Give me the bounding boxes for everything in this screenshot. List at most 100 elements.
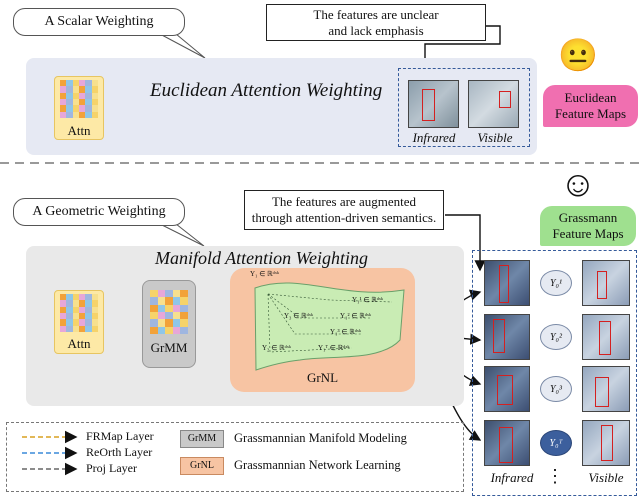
- matrix-cell: [72, 313, 79, 320]
- matrix-cell: [172, 304, 181, 312]
- matrix-cell: [60, 80, 67, 87]
- grassmann-feature-tag: Grassmann Feature Maps: [540, 206, 636, 246]
- bottom-ellipsis: ⋮: [546, 466, 564, 486]
- grassmann-visible-map: [582, 366, 630, 412]
- matrix-cell: [85, 325, 92, 332]
- matrix-cell: [79, 325, 86, 332]
- legend-reorth: ReOrth Layer: [86, 445, 153, 459]
- matrix-cell: [66, 99, 73, 106]
- matrix-cell: [60, 294, 67, 301]
- grmm-label: GrMM: [150, 340, 188, 355]
- matrix-cell: [85, 294, 92, 301]
- matrix-cell: [79, 92, 86, 99]
- matrix-cell: [85, 319, 92, 326]
- matrix-cell: [60, 105, 67, 112]
- matrix-cell: [79, 306, 86, 313]
- matrix-cell: [66, 300, 73, 307]
- matrix-cell: [85, 80, 92, 87]
- top-note-pointer: [419, 25, 501, 84]
- neutral-face-icon: 😐: [558, 37, 598, 73]
- matrix-cell: [60, 92, 67, 99]
- matrix-cell: [157, 319, 166, 327]
- bottom-attn-matrix: [60, 294, 98, 332]
- euclidean-feature-tag: Euclidean Feature Maps: [543, 85, 638, 127]
- top-note-line2: and lack emphasis: [328, 22, 424, 38]
- matrix-cell: [85, 313, 92, 320]
- matrix-cell: [91, 294, 98, 301]
- manifold-label-2: Y₁² ∈ ℝᵈˣᵏ: [340, 312, 372, 320]
- matrix-cell: [85, 92, 92, 99]
- matrix-cell: [66, 294, 73, 301]
- matrix-cell: [172, 312, 181, 320]
- matrix-cell: [165, 319, 173, 327]
- matrix-cell: [66, 306, 73, 313]
- matrix-cell: [91, 86, 98, 93]
- matrix-cell: [85, 105, 92, 112]
- matrix-cell: [91, 319, 98, 326]
- matrix-cell: [91, 300, 98, 307]
- matrix-cell: [66, 313, 73, 320]
- top-visible-label: Visible: [477, 130, 513, 145]
- matrix-cell: [72, 294, 79, 301]
- matrix-cell: [79, 313, 86, 320]
- matrix-cell: [180, 312, 188, 320]
- grassmann-infrared-map: [484, 420, 530, 466]
- matrix-cell: [72, 99, 79, 106]
- matrix-cell: [165, 304, 173, 312]
- top-visible-map: [468, 80, 519, 128]
- matrix-cell: [150, 312, 158, 320]
- matrix-cell: [172, 326, 181, 334]
- matrix-cell: [66, 111, 73, 118]
- grassmann-infrared-map: [484, 260, 530, 306]
- matrix-cell: [157, 290, 166, 298]
- matrix-cell: [91, 306, 98, 313]
- grmm-matrix: [150, 290, 188, 334]
- matrix-cell: [66, 86, 73, 93]
- subspace-badge: Y₀ᵀ: [540, 430, 572, 456]
- subspace-badge: Y₀³: [540, 376, 572, 402]
- matrix-cell: [79, 319, 86, 326]
- matrix-cell: [66, 92, 73, 99]
- matrix-cell: [60, 99, 67, 106]
- matrix-cell: [60, 306, 67, 313]
- bottom-note-pointer: [445, 214, 486, 272]
- matrix-cell: [91, 325, 98, 332]
- manifold-label-3: Y₁³ ∈ ℝᵈˣᵏ: [330, 328, 362, 336]
- manifold-label-4: Y₁ᵀ ∈ ℝᵈˣᵏ: [318, 344, 350, 352]
- matrix-cell: [66, 325, 73, 332]
- matrix-cell: [172, 290, 181, 298]
- matrix-cell: [157, 326, 166, 334]
- top-note-line1: The features are unclear: [313, 6, 439, 22]
- matrix-cell: [79, 105, 86, 112]
- matrix-cell: [72, 86, 79, 93]
- matrix-cell: [150, 326, 158, 334]
- grassmann-visible-map: [582, 420, 630, 466]
- matrix-cell: [150, 290, 158, 298]
- matrix-cell: [60, 313, 67, 320]
- matrix-cell: [180, 319, 188, 327]
- matrix-cell: [91, 105, 98, 112]
- top-featuremaps-frame: [398, 68, 530, 147]
- matrix-cell: [91, 92, 98, 99]
- manifold-label-0: Y₁ ∈ ℝᵈˣᵏ: [250, 270, 280, 278]
- legend-grnl-badge: GrNL: [180, 457, 224, 475]
- grnl-label: GrNL: [306, 370, 339, 385]
- matrix-cell: [150, 304, 158, 312]
- matrix-cell: [157, 312, 166, 320]
- matrix-cell: [165, 290, 173, 298]
- manifold-label-1: Y₁¹ ∈ ℝᵈˣᵏ: [352, 296, 384, 304]
- grassmann-visible-map: [582, 260, 630, 306]
- happy-face-icon: ☺: [559, 164, 597, 204]
- bottom-note-line1: The features are augmented: [271, 194, 416, 209]
- matrix-cell: [72, 105, 79, 112]
- matrix-cell: [66, 105, 73, 112]
- subspace-badge: Y₀²: [540, 324, 572, 350]
- matrix-cell: [172, 319, 181, 327]
- matrix-cell: [165, 326, 173, 334]
- matrix-cell: [91, 99, 98, 106]
- matrix-cell: [85, 306, 92, 313]
- legend-frmap: FRMap Layer: [86, 429, 154, 443]
- manifold-title: Manifold Attention Weighting: [155, 248, 368, 268]
- matrix-cell: [150, 319, 158, 327]
- bottom-featuremaps-frame: [472, 250, 637, 496]
